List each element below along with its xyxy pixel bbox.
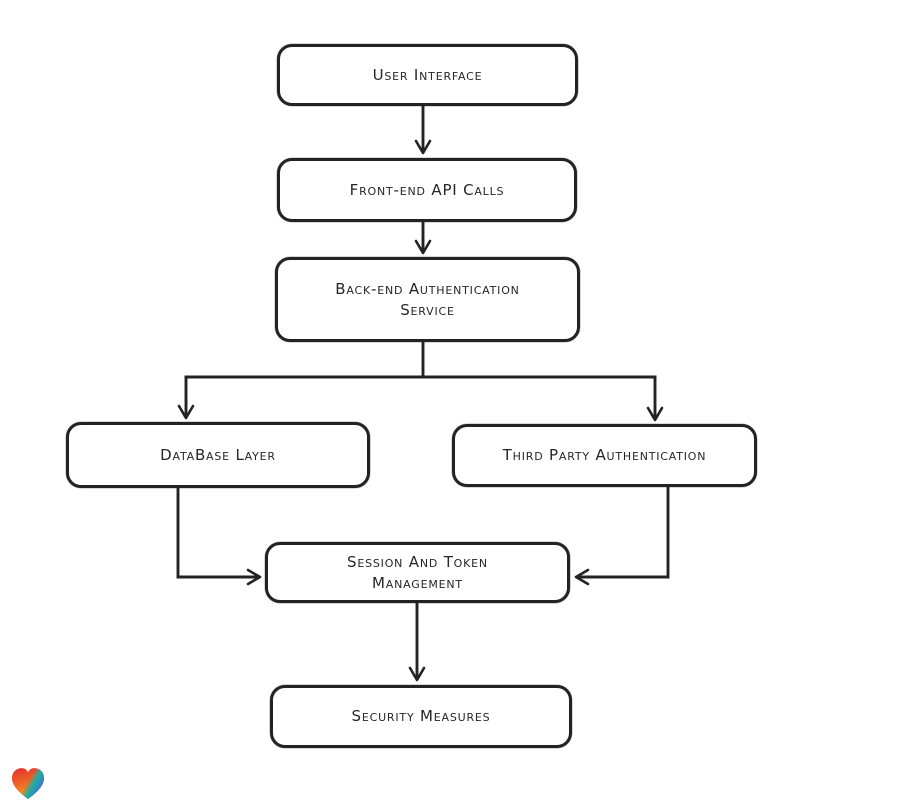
node-security-measures: Security Measures	[270, 685, 572, 748]
node-label: Front-end API Calls	[349, 180, 505, 199]
node-label: User Interface	[372, 65, 483, 84]
node-label: Session And Token Management	[347, 552, 488, 592]
node-user-interface: User Interface	[277, 44, 578, 106]
arrow-thirdparty-to-session	[574, 487, 670, 586]
node-third-party-auth: Third Party Authentication	[452, 424, 757, 487]
branch-line-backend	[184, 342, 657, 379]
node-label: DataBase Layer	[160, 445, 276, 464]
node-front-end-api-calls: Front-end API Calls	[277, 158, 577, 222]
arrow-database-to-session	[176, 487, 262, 586]
node-label: Third Party Authentication	[502, 446, 707, 464]
heart-logo	[9, 765, 47, 803]
node-label: Security Measures	[351, 707, 491, 725]
node-session-token-management: Session And Token Management	[265, 542, 570, 603]
node-label: Back-end Authentication Service	[335, 279, 520, 319]
node-database-layer: DataBase Layer	[66, 422, 370, 488]
heart-icon	[11, 768, 45, 800]
node-back-end-auth-service: Back-end Authentication Service	[275, 257, 580, 342]
